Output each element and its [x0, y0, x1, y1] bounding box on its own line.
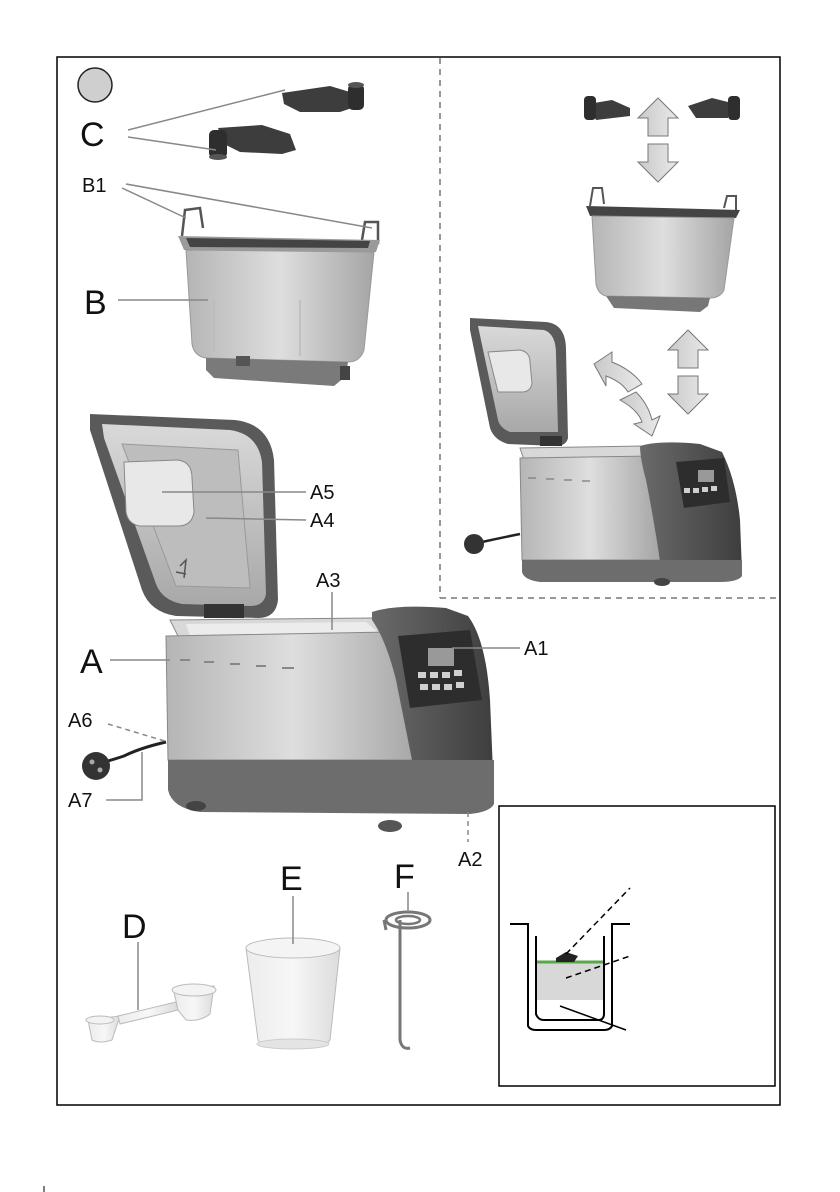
label-a6: A6 — [68, 710, 92, 732]
leader-a6 — [108, 724, 168, 742]
paddle-hook — [384, 912, 430, 1048]
label-d: D — [122, 908, 147, 946]
label-a4: A4 — [310, 510, 334, 532]
label-a1: A1 — [524, 638, 548, 660]
baking-pan — [178, 208, 380, 386]
label-c: C — [80, 116, 105, 154]
label-a2: A2 — [458, 849, 482, 871]
label-b1: B1 — [82, 175, 106, 197]
label-a5: A5 — [310, 482, 334, 504]
inset-box — [499, 806, 775, 1086]
measuring-spoon — [86, 984, 216, 1042]
leader-c-2 — [128, 137, 216, 150]
label-a3: A3 — [316, 570, 340, 592]
label-f: F — [394, 858, 415, 896]
assembly-panel — [464, 96, 742, 586]
kneading-paddles — [209, 82, 364, 160]
label-a7: A7 — [68, 790, 92, 812]
label-a: A — [80, 643, 103, 681]
circle-marker — [78, 68, 112, 102]
leader-b1-2 — [126, 184, 372, 228]
bread-maker — [82, 414, 494, 832]
label-b: B — [84, 284, 107, 322]
measuring-cup — [246, 938, 340, 1049]
leader-c-1 — [128, 90, 285, 130]
label-e: E — [280, 860, 303, 898]
